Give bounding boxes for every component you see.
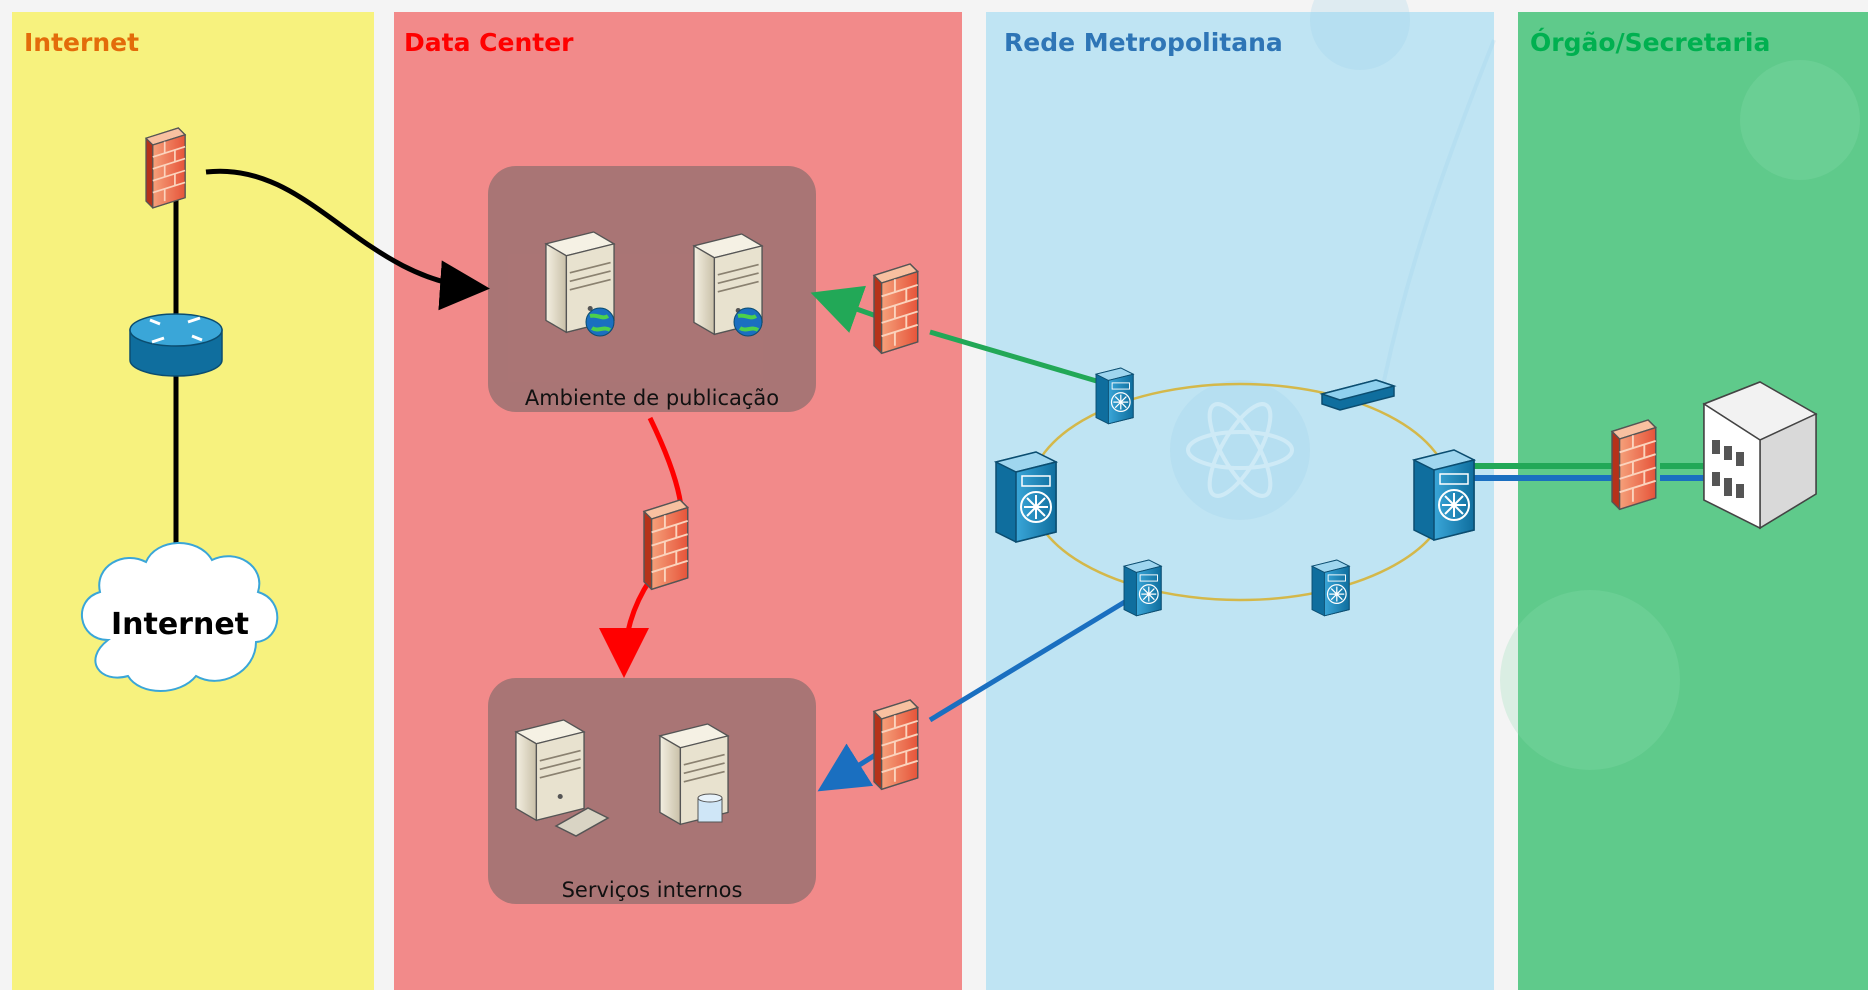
zone-internet-title: Internet <box>24 28 140 57</box>
cloud-icon <box>81 542 279 692</box>
cloud-label: Internet <box>111 607 249 642</box>
core-switch-icon <box>995 451 1057 543</box>
globe-icon <box>585 307 615 337</box>
firewall-icon <box>873 263 919 355</box>
group-internos-label: Serviços internos <box>561 878 743 902</box>
background-watermark <box>1170 0 1860 770</box>
database-icon <box>697 793 723 823</box>
zone-internet: Internet <box>12 12 374 990</box>
link-green-arrow <box>810 285 883 333</box>
zone-metro-title: Rede Metropolitana <box>1004 28 1283 57</box>
link-blue-arrow <box>817 743 882 792</box>
firewall-icon <box>873 699 919 791</box>
link-red-lower <box>599 578 653 678</box>
link-internet-to-publicacao <box>205 168 490 311</box>
core-switch-icon <box>1413 449 1475 541</box>
keyboard-icon <box>554 807 610 837</box>
building-icon <box>1702 381 1818 530</box>
switch-icon <box>1095 367 1134 425</box>
firewall-icon <box>145 127 186 209</box>
router-icon <box>129 313 223 377</box>
link-blue-metro <box>928 597 1130 723</box>
link-green-metro <box>929 329 1101 385</box>
firewall-icon <box>1611 419 1657 511</box>
zone-datacenter-title: Data Center <box>404 28 574 57</box>
workstation-server-icon <box>515 719 585 822</box>
switch-icon <box>1123 559 1162 617</box>
firewall-icon <box>643 499 689 591</box>
switch-icon <box>1311 559 1350 617</box>
zone-metro: Rede Metropolitana <box>986 12 1494 990</box>
group-publicacao-label: Ambiente de publicação <box>524 386 780 410</box>
zone-orgao-title: Órgão/Secretaria <box>1530 28 1771 57</box>
flat-switch-icon <box>1319 379 1397 411</box>
zone-orgao: Órgão/Secretaria <box>1518 12 1868 990</box>
globe-icon <box>733 307 763 337</box>
